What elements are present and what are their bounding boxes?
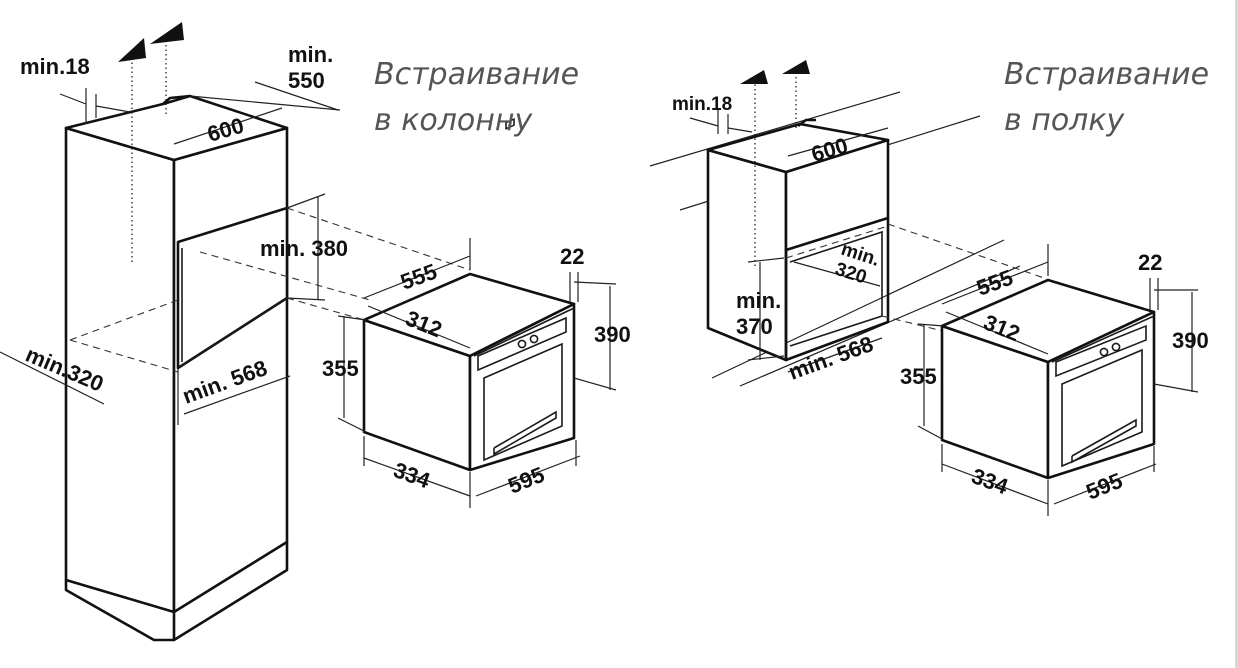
- label-min18-right: min.18: [672, 94, 732, 115]
- oven-left-dimensions: [337, 238, 617, 508]
- caption-column-line2: в колонну: [374, 103, 533, 138]
- caption-shelf-line1: Встраивание: [1004, 57, 1209, 92]
- oven-right-dimensions: [917, 244, 1199, 516]
- vent-arrow-icon: [150, 22, 184, 44]
- label-min380: min. 380: [260, 236, 348, 261]
- vent-arrow-icon: [740, 70, 768, 84]
- caption-shelf-line2: в полку: [1004, 103, 1125, 138]
- vent-arrows-left: [118, 22, 184, 262]
- label-min18-left: min.18: [20, 54, 90, 79]
- label-22-right: 22: [1138, 250, 1162, 275]
- label-390-left: 390: [594, 322, 631, 347]
- label-min370-top: min.: [736, 288, 781, 313]
- label-min370-bottom: 370: [736, 314, 773, 339]
- left-dimension-lines: [0, 81, 471, 425]
- label-334-right: 334: [968, 463, 1012, 499]
- label-22-left: 22: [560, 244, 584, 269]
- label-595-right: 595: [1083, 468, 1126, 505]
- label-min568-right: min. 568: [785, 331, 876, 385]
- label-min550-top: min.: [288, 42, 333, 67]
- label-min550-bottom: 550: [288, 68, 325, 93]
- label-355-left: 355: [322, 356, 359, 381]
- vent-arrow-icon: [782, 60, 810, 74]
- label-334-left: 334: [390, 457, 434, 493]
- label-355-right: 355: [900, 364, 937, 389]
- label-595-left: 595: [505, 462, 548, 499]
- column-cabinet: [64, 94, 289, 642]
- oven-right: [940, 278, 1156, 480]
- right-edge-divider: [1235, 0, 1238, 668]
- caption-column-line1: Встраивание: [374, 57, 579, 92]
- oven-left: [362, 117, 576, 472]
- vent-arrows-right: [740, 60, 810, 266]
- shelf-cabinet: [649, 91, 1021, 387]
- label-390-right: 390: [1172, 328, 1209, 353]
- vent-arrow-icon: [118, 38, 146, 62]
- right-dimension-lines: [689, 110, 1045, 373]
